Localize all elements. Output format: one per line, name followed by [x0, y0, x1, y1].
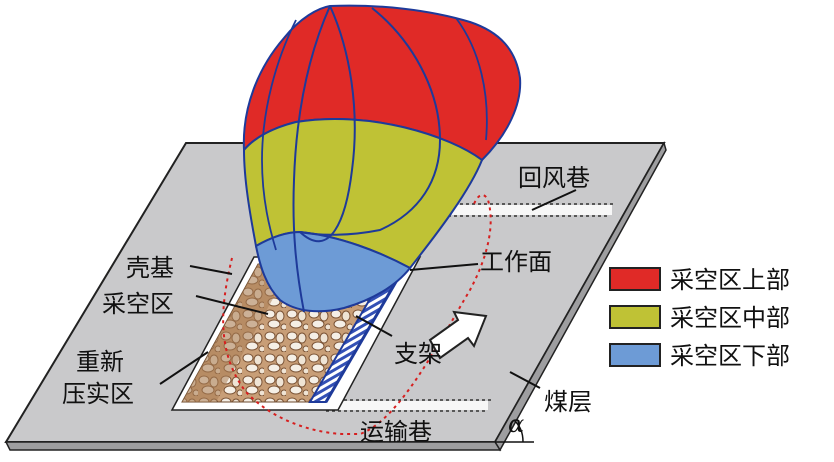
legend-swatch-lower	[609, 343, 661, 367]
leader-shell-base	[189, 265, 233, 275]
recompacted-zone	[182, 264, 292, 402]
goaf-boundary-dashed	[222, 194, 492, 435]
haulage-roadway-channel	[330, 401, 488, 410]
dome-meridian-2	[299, 5, 356, 243]
label-support: 支架	[394, 340, 442, 368]
advance-direction-arrow	[428, 310, 488, 360]
dome-meridian-5	[455, 17, 488, 141]
legend-label-lower: 采空区下部	[670, 342, 790, 370]
support-rail	[324, 267, 406, 403]
dome-meridian-4	[261, 19, 297, 251]
leader-recompacted	[159, 351, 209, 385]
legend: 采空区上部 采空区中部 采空区下部	[609, 266, 790, 370]
legend-label-upper: 采空区上部	[670, 266, 790, 294]
leader-goaf	[195, 295, 269, 315]
leader-return-airway	[531, 189, 577, 211]
dip-angle-arc	[513, 419, 524, 443]
leader-coal-seam	[509, 371, 541, 389]
legend-swatch-middle	[609, 305, 661, 329]
label-recompacted-line1: 重新	[76, 348, 124, 376]
label-shell-base: 壳基	[126, 254, 174, 282]
dome-meridian-1	[292, 5, 331, 313]
leader-support	[355, 315, 393, 337]
label-haulage-roadway: 运输巷	[360, 418, 432, 446]
dome-meridian-3	[299, 7, 442, 236]
legend-swatch-upper	[609, 267, 661, 291]
leader-working-face	[409, 263, 479, 271]
label-return-airway: 回风巷	[518, 164, 590, 192]
coal-seam-front-edge	[4, 441, 502, 451]
label-working-face: 工作面	[480, 248, 552, 276]
label-recompacted-line2: 压实区	[62, 380, 134, 408]
dip-angle-label: α	[508, 410, 524, 438]
label-coal-seam: 煤层	[544, 388, 592, 416]
goaf-lower-zone	[254, 230, 412, 313]
label-goaf: 采空区	[102, 290, 174, 318]
legend-label-middle: 采空区中部	[670, 304, 790, 332]
